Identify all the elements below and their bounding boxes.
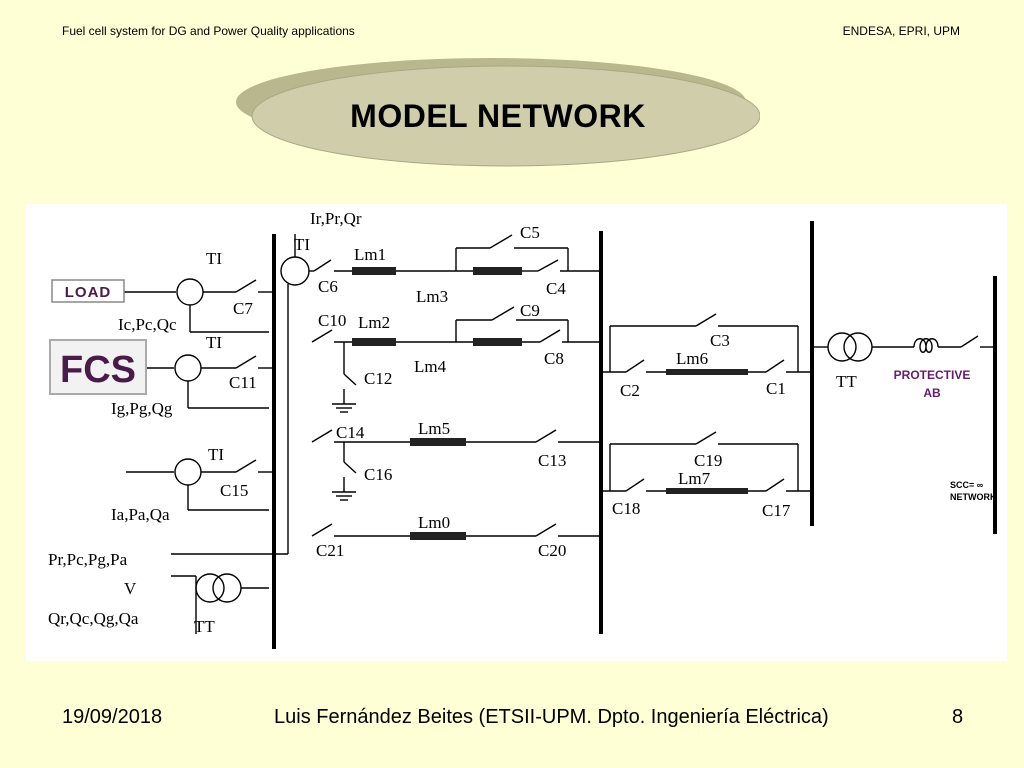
label-c7: C7 — [233, 299, 253, 318]
label-qrqcqgqa: Qr,Qc,Qg,Qa — [48, 609, 139, 628]
label-igpgqg: Ig,Pg,Qg — [111, 399, 173, 418]
tt-left-coil-1 — [195, 573, 225, 603]
lm6-impedance — [666, 369, 748, 375]
label-irprqr: Ir,Pr,Qr — [310, 209, 362, 228]
label-iapaqa: Ia,Pa,Qa — [111, 505, 170, 524]
title-banner: MODEL NETWORK — [236, 50, 761, 170]
fcs-box: FCS — [49, 339, 147, 395]
scc-label-2: NETWORK — [950, 492, 997, 502]
svg-text:LOAD: LOAD — [65, 284, 112, 301]
label-lm7: Lm7 — [678, 469, 711, 488]
label-c12: C12 — [364, 369, 392, 388]
label-lm0: Lm0 — [418, 513, 450, 532]
label-tt-right: TT — [836, 372, 857, 391]
label-c8: C8 — [544, 349, 564, 368]
lm0-impedance — [410, 532, 466, 540]
label-lm4: Lm4 — [414, 357, 447, 376]
label-c21: C21 — [316, 541, 344, 560]
ti-circle-2 — [174, 354, 202, 382]
scc-label-1: SCC= ∞ — [950, 480, 984, 490]
lm2-impedance — [352, 338, 396, 346]
label-ti-4: TI — [294, 235, 310, 254]
title-ellipse — [236, 58, 761, 167]
lm5-impedance — [410, 438, 466, 446]
load-box: LOAD — [51, 279, 125, 303]
label-c1: C1 — [766, 379, 786, 398]
label-c14: C14 — [336, 423, 365, 442]
label-prpcpgpa: Pr,Pc,Pg,Pa — [48, 550, 128, 569]
footer-author: Luis Fernández Beites (ETSII-UPM. Dpto. … — [274, 706, 829, 728]
label-c2: C2 — [620, 381, 640, 400]
protective-label-2: AB — [923, 386, 941, 400]
label-c20: C20 — [538, 541, 566, 560]
label-tt-left: TT — [194, 617, 215, 636]
label-v: V — [124, 579, 137, 598]
ti-circle-1 — [176, 278, 204, 306]
protective-label-1: PROTECTIVE — [894, 368, 971, 382]
lm3-impedance — [473, 267, 522, 275]
page-title: MODEL NETWORK — [350, 98, 646, 134]
label-c15: C15 — [220, 481, 248, 500]
tt-right-coil-1 — [827, 332, 857, 362]
label-lm3: Lm3 — [416, 287, 448, 306]
label-c5: C5 — [520, 223, 540, 242]
label-ti-2: TI — [206, 333, 222, 352]
label-c13: C13 — [538, 451, 566, 470]
page-number: 8 — [952, 706, 964, 728]
footer-date: 19/09/2018 — [62, 706, 163, 728]
label-lm1: Lm1 — [354, 245, 386, 264]
network-diagram-svg: LOAD FCS PROTECTIVE AB SCC= ∞ NETWORK TI… — [48, 209, 997, 649]
label-lm5: Lm5 — [418, 419, 450, 438]
lm4-impedance — [473, 338, 522, 346]
lm1-impedance — [352, 267, 396, 275]
label-c10: C10 — [318, 311, 346, 330]
label-c6: C6 — [318, 277, 338, 296]
label-c16: C16 — [364, 465, 392, 484]
tt-right-coil-2 — [843, 332, 873, 362]
label-c3: C3 — [710, 331, 730, 350]
tt-left-coil-2 — [212, 573, 242, 603]
svg-text:FCS: FCS — [60, 349, 136, 391]
protective-breaker-coil — [913, 338, 939, 353]
label-lm6: Lm6 — [676, 349, 708, 368]
header-right-text: ENDESA, EPRI, UPM — [842, 24, 960, 38]
label-c9: C9 — [520, 301, 540, 320]
ti-circle-4 — [280, 256, 310, 286]
lm7-impedance — [666, 488, 748, 494]
label-icpcqc: Ic,Pc,Qc — [118, 315, 177, 334]
label-ti-3: TI — [208, 445, 224, 464]
ti-circle-3 — [174, 458, 202, 486]
header-left-text: Fuel cell system for DG and Power Qualit… — [62, 24, 355, 38]
label-ti-1: TI — [206, 249, 222, 268]
label-c4: C4 — [546, 279, 566, 298]
label-c17: C17 — [762, 501, 791, 520]
label-c18: C18 — [612, 499, 640, 518]
label-c19: C19 — [694, 451, 722, 470]
network-diagram: LOAD FCS PROTECTIVE AB SCC= ∞ NETWORK TI… — [26, 204, 1007, 661]
label-lm2: Lm2 — [358, 313, 390, 332]
label-c11: C11 — [229, 373, 257, 392]
